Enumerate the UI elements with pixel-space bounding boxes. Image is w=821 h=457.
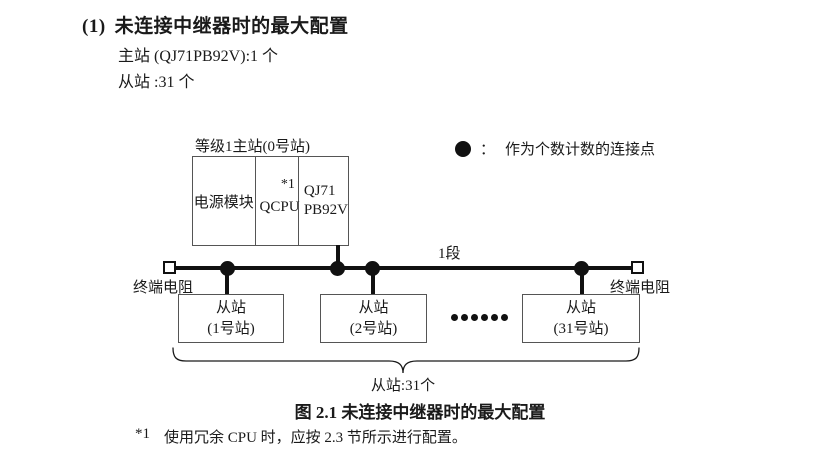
slave-count-line: 从站 :31 个 xyxy=(118,74,195,91)
master-count-line: 主站 (QJ71PB92V):1 个 xyxy=(118,48,279,65)
slave-name: 从站 xyxy=(565,300,596,317)
figure-caption: 图 2.1 未连接中继器时的最大配置 xyxy=(294,403,546,422)
connection-dot xyxy=(330,261,345,276)
slave-name: 从站 xyxy=(215,300,246,317)
slave1-drop-line xyxy=(225,268,229,295)
connection-dot xyxy=(574,261,589,276)
slave-number: (2号站) xyxy=(349,320,398,337)
terminator-square-left-icon xyxy=(163,261,176,274)
terminator-label-left: 终端电阻 xyxy=(133,280,194,296)
slave31-drop-line xyxy=(580,268,584,295)
connection-dot-icon xyxy=(455,140,471,157)
interface-module-cell: QJ71 PB92V xyxy=(299,157,348,245)
ellipsis-dots-icon xyxy=(451,314,508,321)
slave-number: (1号站) xyxy=(207,320,255,337)
interface-module-line2: PB92V xyxy=(303,202,348,218)
segment-label: 1段 xyxy=(438,246,461,262)
slaves-brace xyxy=(172,347,640,374)
connection-dot xyxy=(220,261,235,276)
interface-module-line1: QJ71 xyxy=(303,183,336,200)
slave-name: 从站 xyxy=(358,300,389,317)
page-title-text: 未连接中继器时的最大配置 xyxy=(114,16,349,37)
qcpu-label: QCPU xyxy=(259,199,300,215)
qcpu-cell: *1 QCPU xyxy=(256,157,300,245)
slaves-count-label: 从站:31个 xyxy=(370,378,436,394)
legend-text: 作为个数计数的连接点 xyxy=(505,142,656,158)
legend-colon: ： xyxy=(480,142,496,158)
footnote-text: 使用冗余 CPU 时，应按 2.3 节所示进行配置。 xyxy=(164,430,467,446)
page-title-number: (1) xyxy=(82,16,106,37)
terminator-square-right-icon xyxy=(631,261,644,274)
footnote-ref-marker: *1 xyxy=(280,177,295,192)
slave-station-box-2: 从站 (2号站) xyxy=(320,294,427,343)
power-module-cell: 电源模块 xyxy=(193,157,256,245)
master-drop-line xyxy=(336,245,340,268)
slave-station-box-31: 从站 (31号站) xyxy=(522,294,640,343)
footnote-marker: *1 xyxy=(135,426,150,442)
connection-dot xyxy=(365,261,380,276)
page-title: (1) 未连接中继器时的最大配置 xyxy=(82,11,349,38)
footnote: *1 使用冗余 CPU 时，应按 2.3 节所示进行配置。 xyxy=(135,426,467,447)
master-station-box: 电源模块 *1 QCPU QJ71 PB92V xyxy=(192,156,349,246)
slave-station-box-1: 从站 (1号站) xyxy=(178,294,284,343)
slave2-drop-line xyxy=(371,268,375,295)
legend: ： 作为个数计数的连接点 xyxy=(455,138,655,159)
level1-master-label: 等级1主站(0号站) xyxy=(195,139,310,155)
slave-number: (31号站) xyxy=(553,320,609,337)
terminator-label-right: 终端电阻 xyxy=(610,280,671,296)
bus-line xyxy=(175,266,633,270)
